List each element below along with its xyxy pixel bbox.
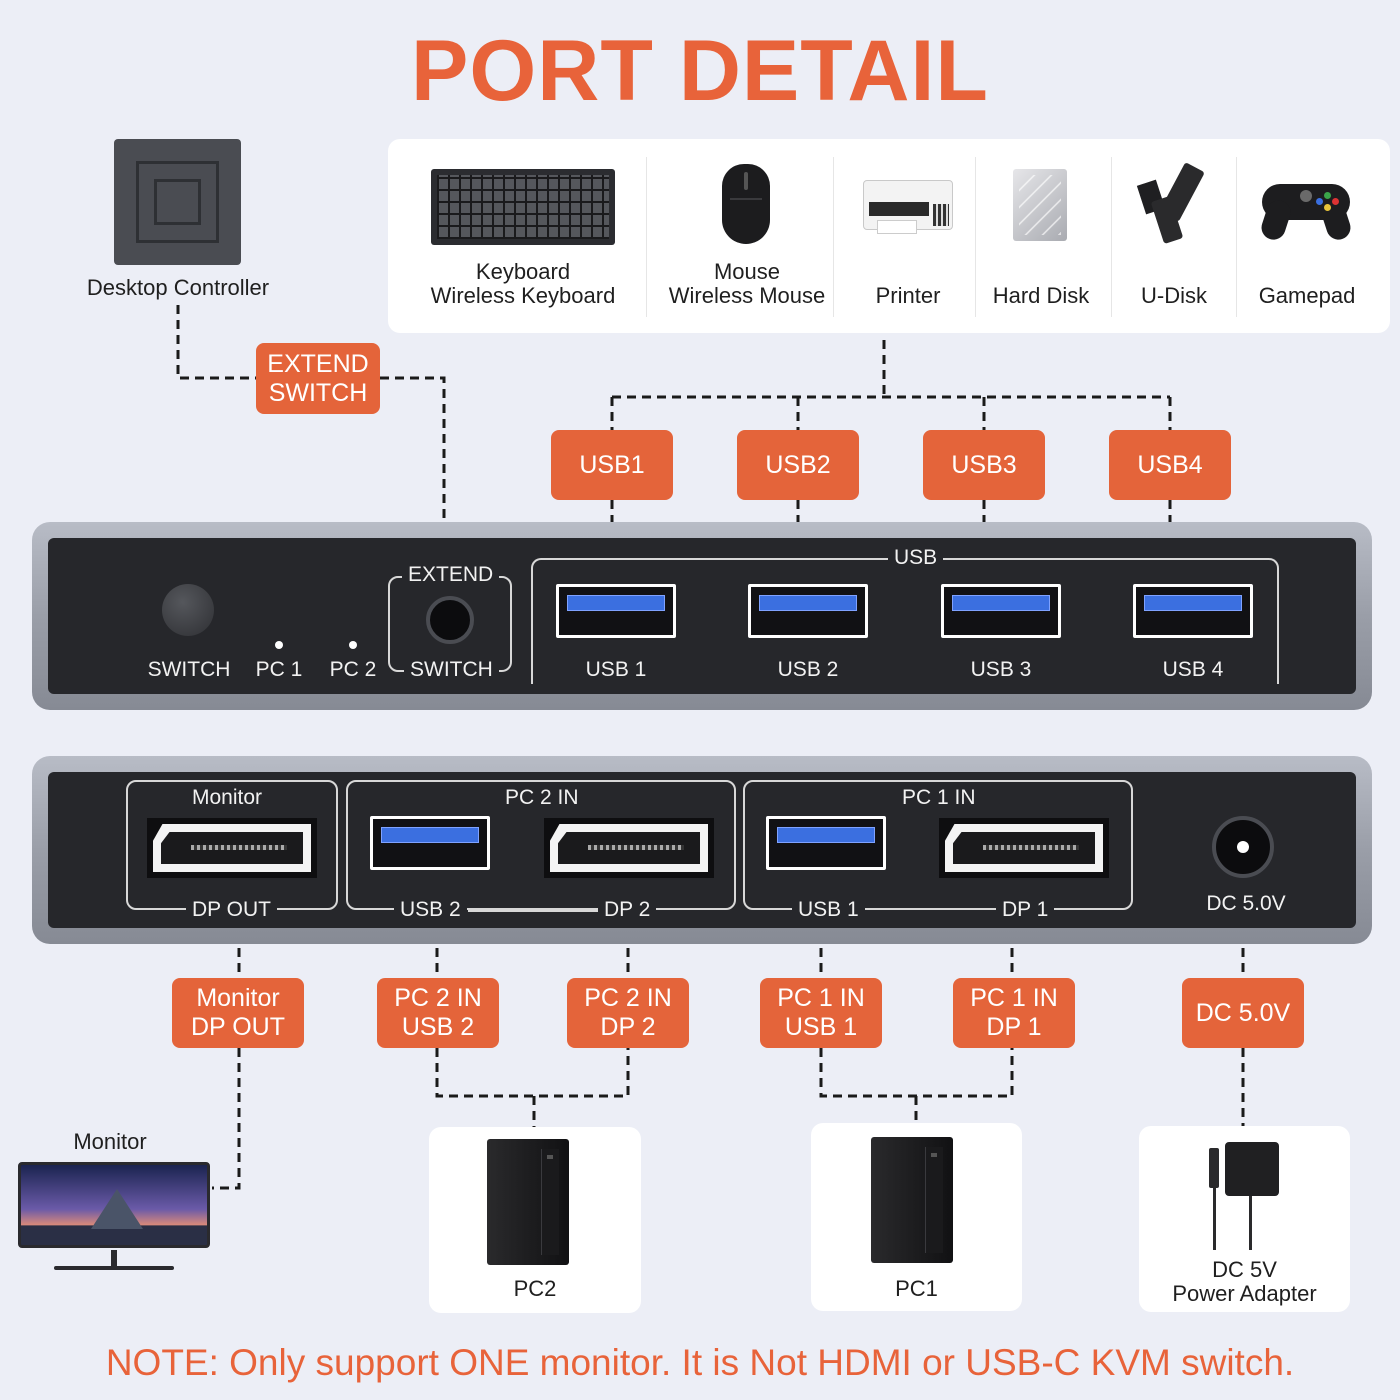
pc1-tower-icon [871,1137,953,1263]
monitor-dp-out-tag-line1: Monitor [196,984,280,1012]
device-gamepad-label: Gamepad [1238,284,1376,308]
pc1-card: PC1 [811,1123,1022,1311]
pc2-in-title: PC 2 IN [499,786,585,810]
monitor-target-label: Monitor [73,1129,147,1154]
extend-switch-bottom-label: SWITCH [404,658,499,682]
pc2-tower-icon [487,1139,569,1265]
front-usb2-port[interactable] [748,584,868,638]
dc-power-jack[interactable] [1212,816,1274,878]
device-hard-disk-line2: Hard Disk [992,283,1090,308]
pc2-label: PC2 [513,1276,557,1301]
pc1-dp1-label: DP 1 [996,898,1055,922]
printer-icon [857,176,959,238]
device-keyboard-label: Keyboard Wireless Keyboard [400,260,646,308]
device-printer-line2: Printer [875,283,941,308]
adapter-label-line2: Power Adapter [1172,1281,1317,1306]
device-mouse-label: Mouse Wireless Mouse [652,260,842,308]
pc2-usb2-tag: PC 2 IN USB 2 [377,978,499,1048]
pc1-usb1-tag-line1: PC 1 IN [777,984,865,1012]
pc1-dp1-tag: PC 1 IN DP 1 [953,978,1075,1048]
pc1-dp1-tag-line2: DP 1 [986,1013,1042,1041]
device-gamepad-line2: Gamepad [1258,283,1356,308]
monitor-icon [18,1160,210,1278]
pc1-usb1-port[interactable] [766,816,886,870]
usb4-tag: USB4 [1109,430,1231,500]
device-mouse-line2: Wireless Mouse [668,283,826,308]
adapter-label-line1: DC 5V [1212,1257,1277,1282]
mouse-icon [722,164,770,244]
monitor-dp-out-tag: Monitor DP OUT [172,978,304,1048]
device-keyboard-line2: Wireless Keyboard [430,283,616,308]
hard-disk-icon [1013,169,1067,241]
dc-tag-line1: DC 5.0V [1195,998,1291,1027]
pc2-usb2-tag-line2: USB 2 [401,1013,475,1041]
usb-drive-icon [1135,162,1211,245]
device-hard-disk-label: Hard Disk [975,284,1107,308]
keyboard-icon [431,169,615,245]
pc2-dp2-port[interactable] [544,818,714,878]
pc1-in-title: PC 1 IN [896,786,982,810]
desktop-controller-label: Desktop Controller [86,275,270,300]
dc-tag: DC 5.0V [1182,978,1304,1048]
pc1-label: PC1 [895,1276,938,1301]
power-adapter-icon [1225,1142,1279,1196]
front-usb4-label: USB 4 [1162,658,1224,681]
usb3-tag: USB3 [923,430,1045,500]
extend-label: EXTEND [402,563,500,587]
pc2-dp2-tag: PC 2 IN DP 2 [567,978,689,1048]
switch-button[interactable] [162,584,214,636]
usb-group-label: USB [888,546,944,570]
device-printer-label: Printer [842,284,974,308]
power-adapter-card: DC 5V Power Adapter [1139,1126,1350,1312]
extend-switch-tag-line2: SWITCH [268,378,368,407]
pc2-dp2-tag-line2: DP 2 [600,1013,656,1041]
extend-switch-tag-line1: EXTEND [267,349,369,378]
pc1-usb1-label: USB 1 [792,898,865,922]
pc1-dp1-tag-line1: PC 1 IN [970,984,1058,1012]
front-usb4-port[interactable] [1133,584,1253,638]
monitor-dp-out-tag-line2: DP OUT [191,1013,285,1041]
pc1-usb1-tag: PC 1 IN USB 1 [760,978,882,1048]
pc2-led [349,641,357,649]
page-title: PORT DETAIL [411,23,989,119]
adapter-label: DC 5V Power Adapter [1139,1258,1350,1306]
device-usb-drive-label: U-Disk [1110,284,1238,308]
front-panel: SWITCH PC 1 PC 2 EXTEND SWITCH USB USB 1… [32,522,1372,710]
pc1-led [275,641,283,649]
device-usb-drive-line2: U-Disk [1141,283,1207,308]
pc1-dp1-port[interactable] [939,818,1109,878]
usb2-tag: USB2 [737,430,859,500]
front-usb2-label: USB 2 [777,658,839,681]
pc2-dp2-label: DP 2 [598,898,657,922]
switch-label: SWITCH [147,658,231,681]
desktop-controller-icon [114,139,241,265]
pc2-card: PC2 [429,1127,641,1313]
pc2-dp2-tag-line1: PC 2 IN [584,984,672,1012]
dp-out-port[interactable] [147,818,317,878]
device-mouse-line1: Mouse [713,259,781,284]
pc2-usb2-label: USB 2 [394,898,467,922]
pc2-usb2-tag-line1: PC 2 IN [394,984,482,1012]
pc2-label: PC 2 [329,658,377,681]
gamepad-icon [1258,172,1354,244]
pc2-usb2-port[interactable] [370,816,490,870]
usb1-tag: USB1 [551,430,673,500]
monitor-box-bottom: DP OUT [186,898,277,922]
dc-label: DC 5.0V [1206,892,1286,915]
front-usb3-label: USB 3 [970,658,1032,681]
front-usb1-port[interactable] [556,584,676,638]
device-keyboard-line1: Keyboard [475,259,571,284]
extend-switch-tag: EXTEND SWITCH [256,343,380,414]
pc1-in-box [743,780,1133,910]
pc2-in-box [346,780,736,910]
footer-note: NOTE: Only support ONE monitor. It is No… [105,1342,1295,1383]
pc1-usb1-tag-line2: USB 1 [784,1013,858,1041]
pc1-label: PC 1 [255,658,303,681]
front-usb1-label: USB 1 [585,658,647,681]
front-usb3-port[interactable] [941,584,1061,638]
monitor-box-title: Monitor [186,786,269,810]
extend-switch-jack[interactable] [426,596,474,644]
back-panel: Monitor DP OUT PC 2 IN USB 2 DP 2 PC 1 I… [32,756,1372,944]
